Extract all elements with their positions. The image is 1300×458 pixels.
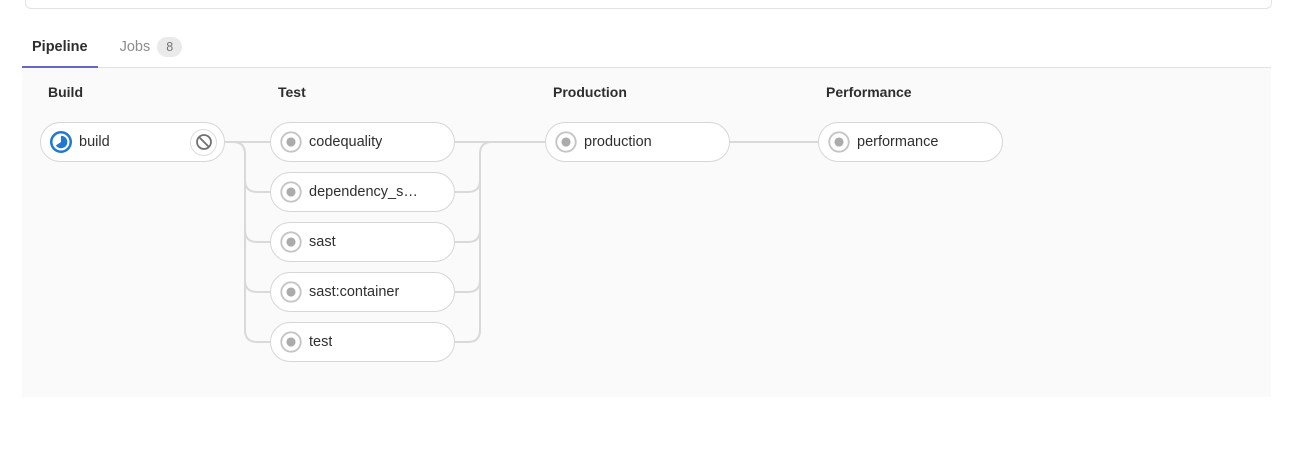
stage-title: Performance [826, 84, 912, 100]
job-label: performance [857, 134, 939, 150]
job-pill-production[interactable]: production [545, 122, 730, 162]
tab-jobs-label: Jobs [119, 39, 151, 55]
status-created-icon [280, 331, 302, 353]
job-pill-performance[interactable]: performance [818, 122, 1003, 162]
pipeline-jobs-tab-bar: Pipeline Jobs 8 [22, 28, 1271, 69]
status-created-icon [555, 131, 577, 153]
stage-column-performance: Performance performance [818, 82, 1003, 172]
job-pill-sast[interactable]: sast [270, 222, 455, 262]
job-pill-build[interactable]: build [40, 122, 225, 162]
status-running-icon [50, 131, 72, 153]
stage-column-test: Test codequality dependency_s…sast sast:con… [270, 82, 455, 372]
tab-jobs[interactable]: Jobs 8 [110, 28, 193, 69]
status-created-icon [828, 131, 850, 153]
job-label: codequality [309, 134, 383, 150]
job-label: build [79, 134, 110, 150]
cancel-job-button[interactable] [190, 128, 217, 156]
status-created-icon [280, 181, 302, 203]
pipeline-graph-panel: Build build Test codequality dependency_s…sa… [22, 68, 1271, 397]
status-created-icon [280, 281, 302, 303]
job-pill-codequality[interactable]: codequality [270, 122, 455, 162]
job-label: production [584, 134, 652, 150]
stage-title: Build [48, 84, 83, 100]
stage-title: Test [278, 84, 306, 100]
jobs-count-badge: 8 [157, 36, 183, 58]
stage-column-production: Production production [545, 82, 730, 172]
status-created-icon [280, 131, 302, 153]
job-label: test [309, 334, 333, 350]
job-pill-sast-container[interactable]: sast:container [270, 272, 455, 312]
job-pill-dependency-s-[interactable]: dependency_s… [270, 172, 455, 212]
cancel-ban-icon [195, 133, 213, 151]
job-label: dependency_s… [309, 184, 418, 200]
stage-title: Production [553, 84, 627, 100]
stage-column-build: Build build [40, 82, 225, 172]
job-pill-test[interactable]: test [270, 322, 455, 362]
tab-pipeline-label: Pipeline [32, 39, 88, 55]
status-created-icon [280, 231, 302, 253]
previous-card-bottom-edge [25, 0, 1272, 9]
tab-pipeline[interactable]: Pipeline [22, 28, 98, 69]
job-label: sast [309, 234, 336, 250]
job-label: sast:container [309, 284, 400, 300]
